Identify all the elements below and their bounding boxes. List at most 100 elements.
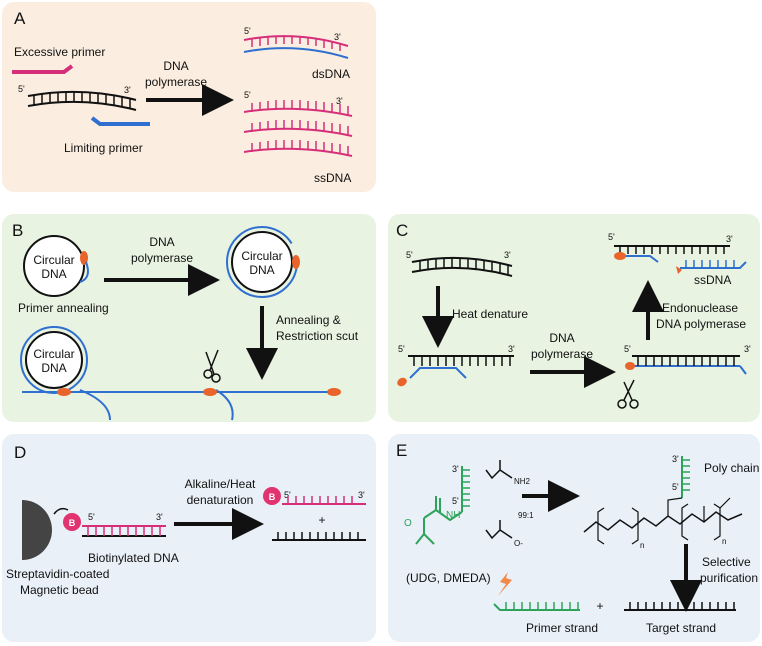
e-acrylamide [485,460,513,480]
b-primer-cap-1 [80,251,88,265]
circular-dna-3-label-2: DNA [41,361,66,375]
circular-dna-2-label-2: DNA [249,263,274,277]
c-primer [409,367,467,379]
a-ss-3prime: 3' [336,96,343,106]
d-biotin-2-letter: B [269,492,276,502]
endonuclease-label-1: Endonuclease [662,301,738,315]
panel-d-background [2,434,376,642]
c-prod-3prime: 3' [726,234,733,244]
panel-d: D B 5' 3' Streptavidin-coated Magnetic b… [2,434,376,642]
panel-b: B Circular DNA Primer annealing DNA poly… [2,214,376,422]
panel-e-letter: E [396,441,407,460]
e-right-3prime: 3' [672,454,679,464]
a-dsdna [243,35,349,59]
a-arrow-label-1: DNA [163,59,188,73]
e-primer-strand [493,602,580,611]
e-grafted-strand [681,456,690,498]
c-top-3prime: 3' [504,250,511,260]
circular-dna-1-label-2: DNA [41,267,66,281]
e-n-1: n [640,541,644,550]
b-cap-right [327,388,341,396]
c-ext-cap [625,362,635,370]
d-biotin-1 [63,513,81,531]
c-single-strand [408,355,514,366]
b-arrow-label-1: DNA [149,235,174,249]
annealing-label-1: Annealing & [276,313,341,327]
d-biotinylated-dsdna [82,525,166,537]
c-ext-3prime: 3' [744,344,751,354]
c-primer-cap [397,377,407,387]
c-scissors-icon [617,379,639,409]
c-template-dna [411,256,513,277]
panel-a-letter: A [14,9,26,28]
a-ssdna-3 [243,140,353,157]
panel-e: E 3' 5' O NH NH2 99:1 O- 3' 5' Poly chai… [388,434,760,642]
a-arrow-label-2: polymerase [145,75,207,89]
a-ss-5prime: 5' [244,90,251,100]
c-ssdna-label: ssDNA [694,273,731,287]
ssdna-label: ssDNA [314,171,351,185]
e-left-3prime: 3' [452,464,459,474]
primer-strand-label: Primer strand [526,621,598,635]
b-scissors-icon [203,349,221,383]
selective-label-2: purification [700,571,758,585]
d-right-3prime: 3' [358,490,365,500]
d-plus: + [318,513,325,527]
a-ds-5prime: 5' [244,26,251,36]
e-acrylate [485,520,513,540]
a-ds-3prime: 3' [334,32,341,42]
udg-label: (UDG, DMEDA) [406,571,491,585]
c-mid-3prime: 3' [508,344,515,354]
panel-e-background [388,434,760,642]
annealing-label-2: Restriction scut [276,329,359,343]
limiting-primer-label: Limiting primer [64,141,143,155]
c-product-dsdna [614,245,730,263]
c-prod-cap-1 [614,252,626,260]
e-nh2: NH2 [514,477,531,486]
panel-c: C 5' 3' Heat denature 5' 3' DNA polymera… [388,214,760,422]
d-left-5prime: 5' [88,512,95,522]
circular-dna-1-label-1: Circular [33,253,74,267]
lightning-icon [498,572,512,596]
selective-label-1: Selective [702,555,751,569]
d-black-ssdna [272,532,366,541]
c-prod-5prime: 5' [608,232,615,242]
c-arrow-label-1: DNA [549,331,574,345]
a-template-dna [27,90,137,111]
b-primer-cap-2 [292,255,300,269]
primer-annealing-label: Primer annealing [18,301,109,315]
a-ssdna-1 [243,100,353,117]
panel-c-letter: C [396,221,408,240]
e-polymer-backbone [583,497,743,545]
e-right-5prime: 5' [672,482,679,492]
target-strand-label: Target strand [646,621,716,635]
e-nh: NH [446,510,460,521]
d-pink-ssdna [282,496,366,505]
e-left-5prime: 5' [452,496,459,506]
b-primer-1 [79,261,89,283]
e-ratio: 99:1 [518,511,534,520]
d-right-5prime: 5' [284,490,291,500]
d-biotin-1-letter: B [69,518,76,528]
e-plus: + [596,599,603,613]
e-acrydite-structure [415,496,463,545]
limiting-primer [90,116,150,126]
b-hairpin-strands [79,389,234,421]
a-ssdna-2 [243,120,353,137]
heat-denature-label: Heat denature [452,307,528,321]
c-mid-5prime: 5' [398,344,405,354]
c-prod-cap-2 [676,266,682,274]
d-left-3prime: 3' [156,512,163,522]
c-extended-dsdna [632,355,747,375]
e-green-strand [461,466,470,512]
b-cap-mid [203,388,217,396]
streptavidin-link [53,507,69,515]
panel-a: A Excessive primer 5' 3' Limiting primer… [2,2,376,192]
biotinylated-label: Biotinylated DNA [88,551,179,565]
c-arrow-label-2: polymerase [531,347,593,361]
circular-dna-3 [25,331,83,389]
c-ext-5prime: 5' [624,344,631,354]
magnetic-bead [22,500,52,560]
